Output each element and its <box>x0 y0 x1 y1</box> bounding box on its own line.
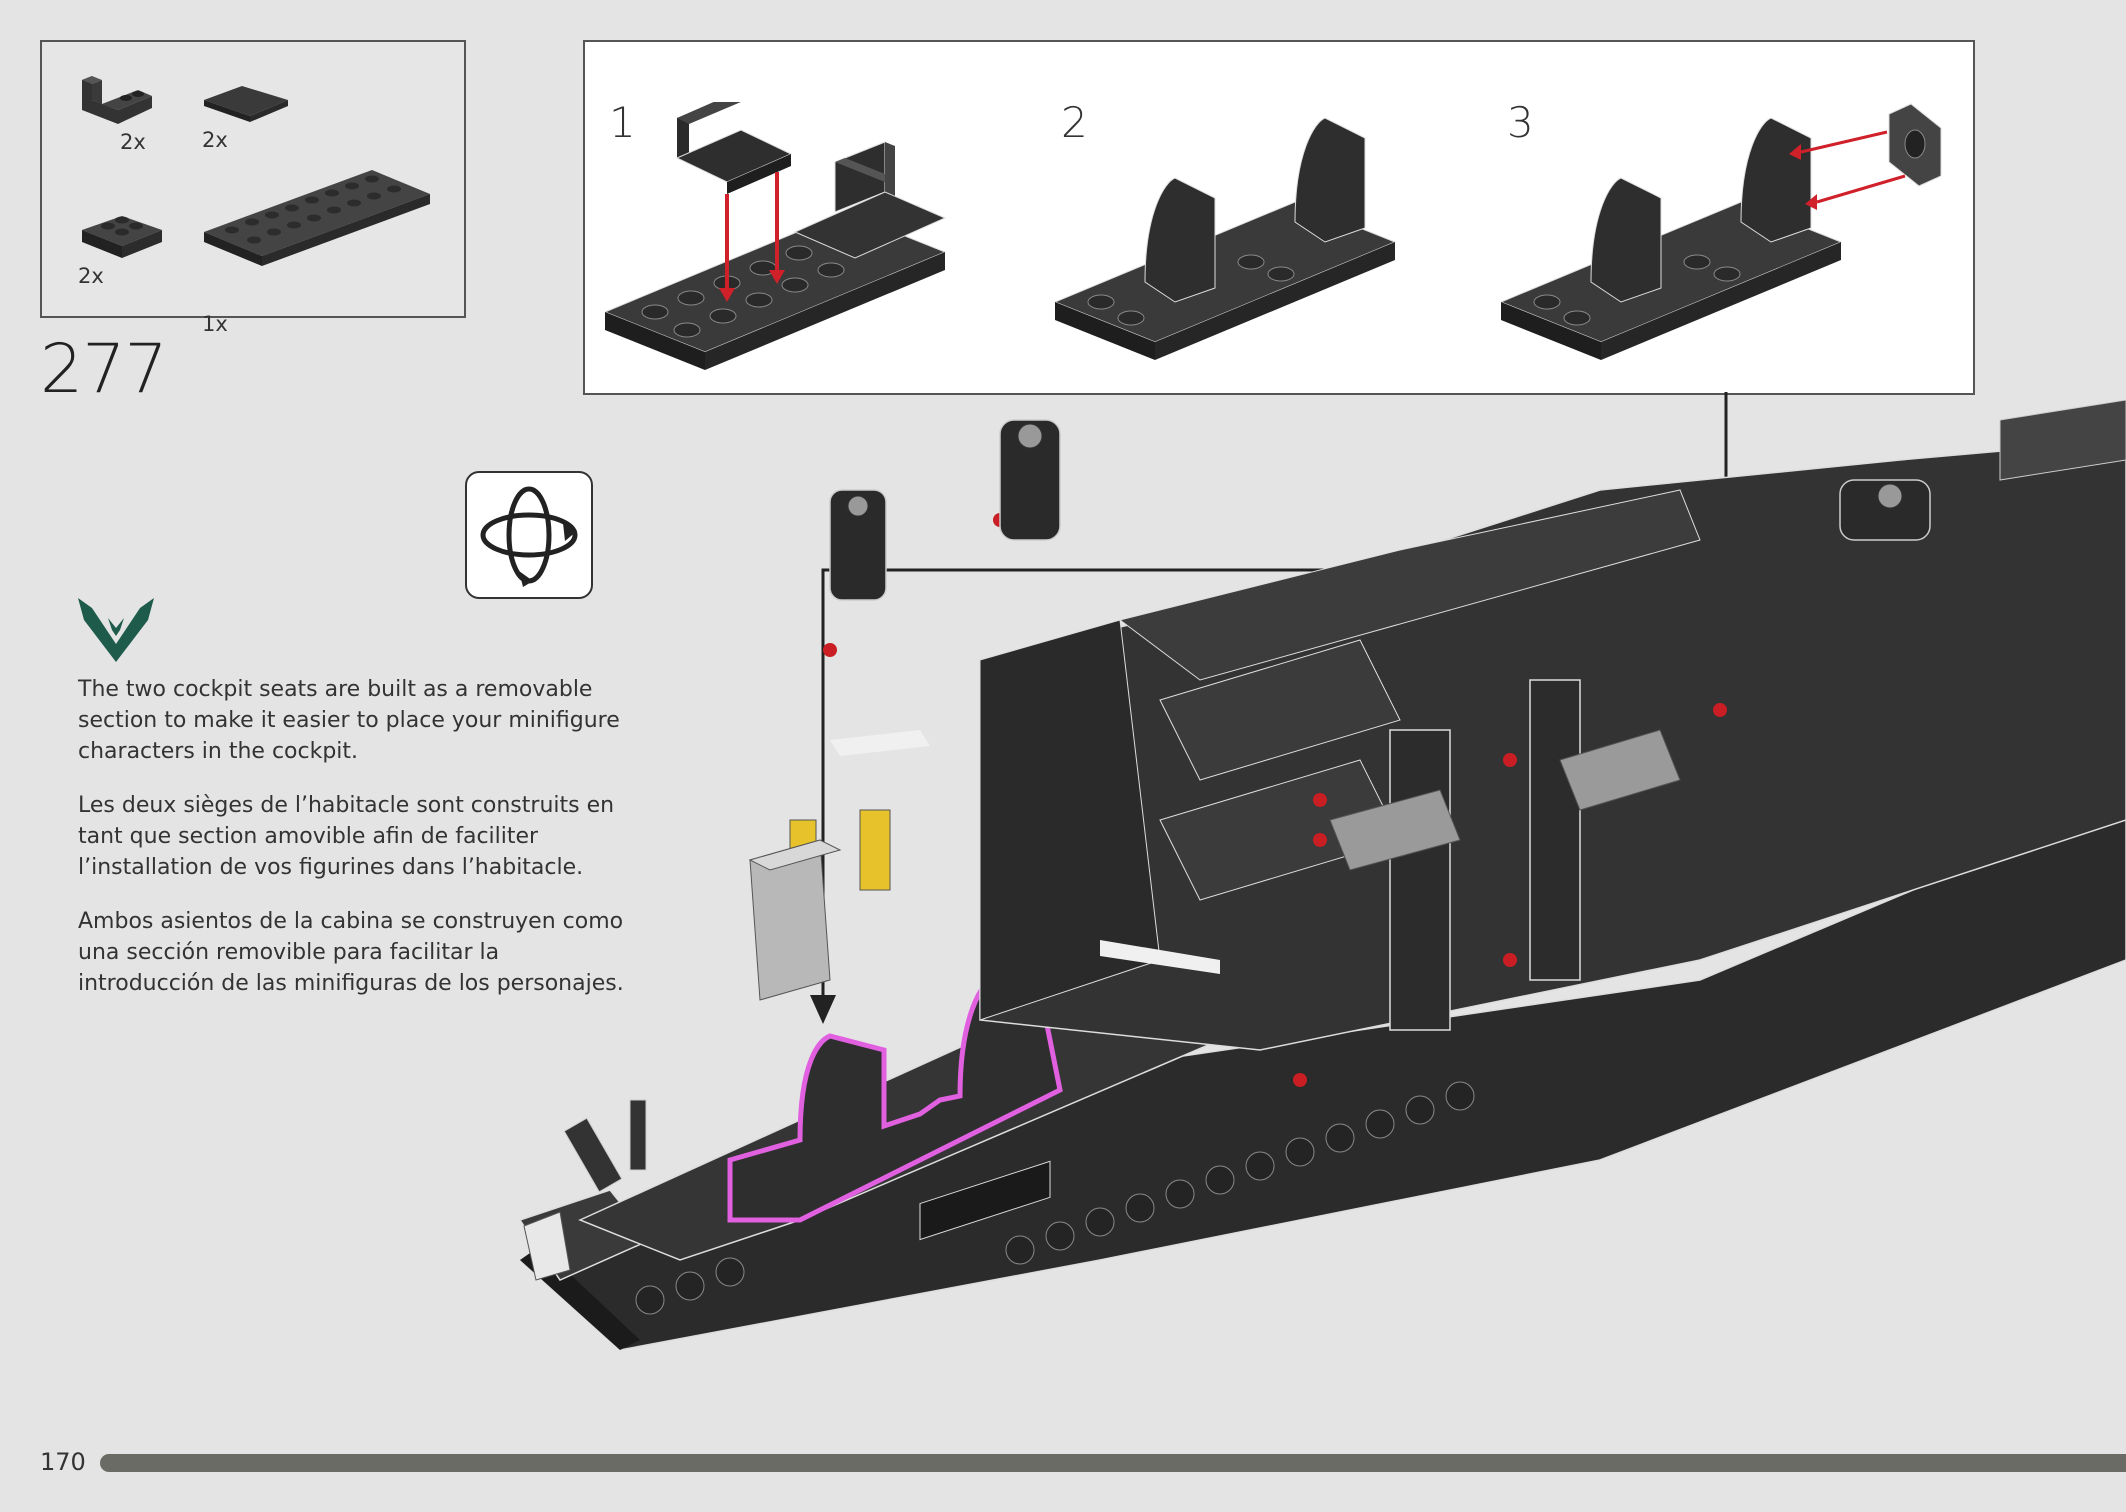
part-qty: 2x <box>120 130 146 154</box>
bracket-plate-icon <box>82 76 152 124</box>
substep-3-label: 3 <box>1507 98 1534 147</box>
part-qty: 1x <box>202 312 228 336</box>
substep-2-illustration <box>1055 117 1397 360</box>
part-qty: 2x <box>202 128 228 152</box>
slope-plate-icon <box>82 216 162 258</box>
instruction-text-es: Ambos asientos de la cabina se construye… <box>78 909 624 996</box>
substep-1-illustration <box>605 102 947 370</box>
house-atreides-logo <box>78 598 154 662</box>
rotate-model-icon <box>480 486 578 587</box>
part-qty: 2x <box>78 264 104 288</box>
long-plate-icon <box>204 170 430 266</box>
substep-box: 1 2 3 <box>583 40 1975 395</box>
tile-icon <box>204 86 288 122</box>
page-number: 170 <box>40 1448 86 1476</box>
step-number: 277 <box>40 330 168 409</box>
part-slope-plate: 2x <box>78 202 168 288</box>
parts-list-box: 2x 2x 2x <box>40 40 466 336</box>
rotate-model-icon-box <box>465 471 593 599</box>
substep-1-label: 1 <box>609 98 636 147</box>
part-long-plate: 1x <box>202 166 432 336</box>
substep-3-illustration <box>1501 103 1942 360</box>
part-tile: 2x <box>202 82 292 152</box>
progress-bar <box>100 1454 2126 1472</box>
main-model-illustration <box>518 400 2126 1351</box>
instruction-text-en: The two cockpit seats are built as a rem… <box>78 677 620 764</box>
substep-2-label: 2 <box>1061 98 1088 147</box>
part-bracket-plate: 2x <box>78 66 158 154</box>
instruction-text-fr: Les deux sièges de l’habitacle sont cons… <box>78 793 615 880</box>
